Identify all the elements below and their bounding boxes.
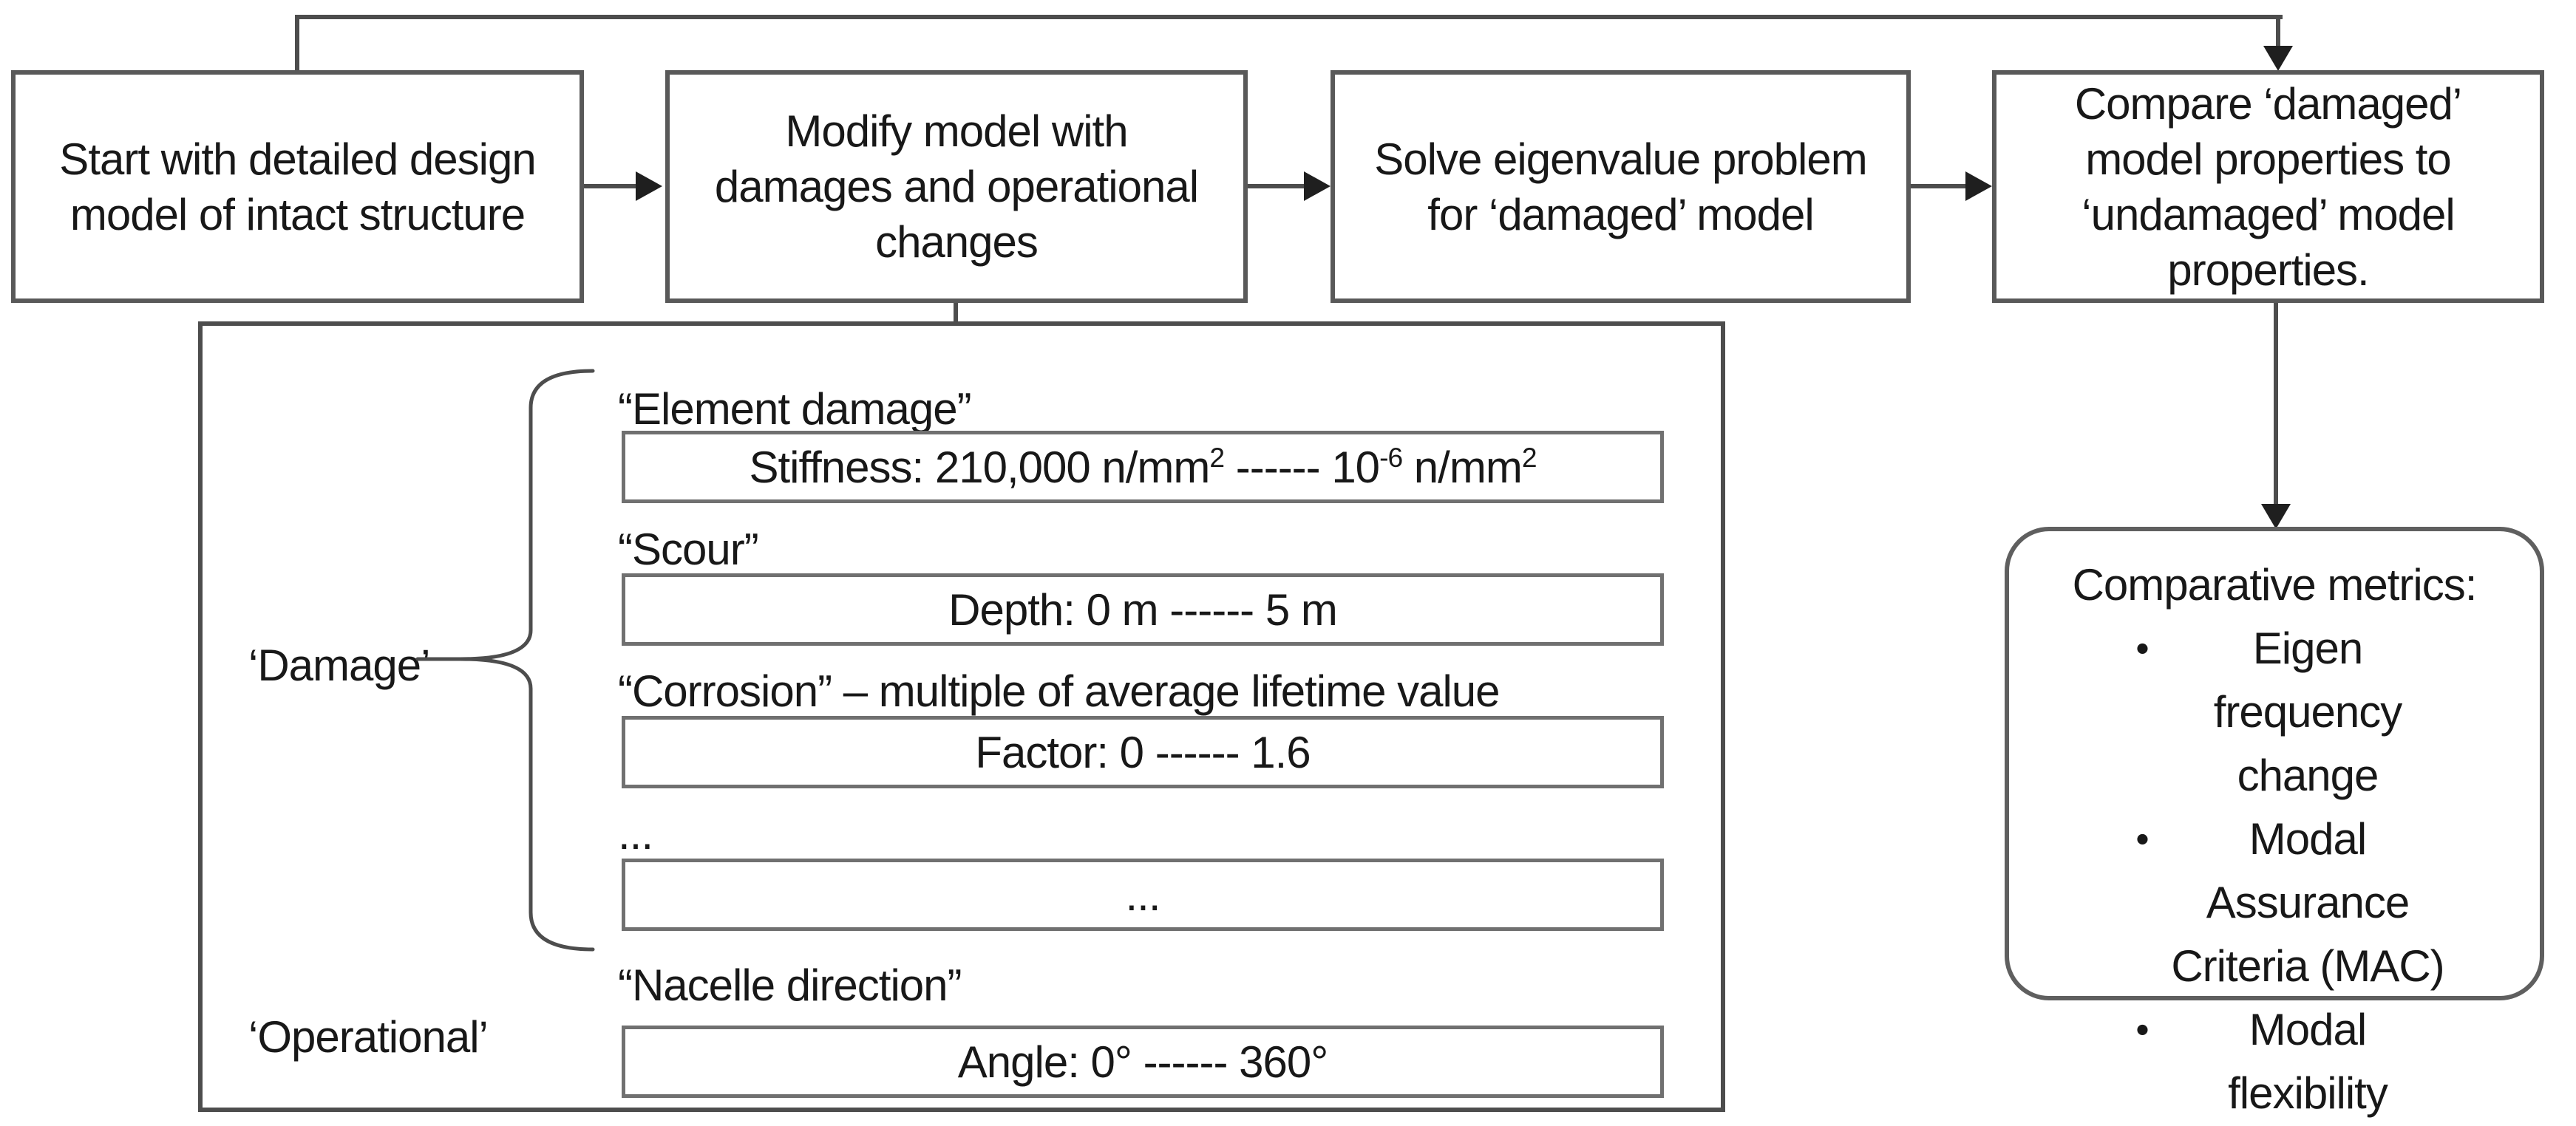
bullet-icon: • xyxy=(2135,818,2149,861)
process-box-compare: Compare ‘damaged’ model properties to ‘u… xyxy=(1992,70,2544,303)
process-box-solve: Solve eigenvalue problem for ‘damaged’ m… xyxy=(1331,70,1911,303)
connector-compare-to-metrics-head-icon xyxy=(2261,504,2291,529)
arrow-start-to-modify xyxy=(584,184,642,188)
feedback-line-top-segment xyxy=(295,15,2283,19)
process-box-compare-line: model properties to xyxy=(2085,134,2452,184)
arrow-modify-to-solve xyxy=(1248,184,1310,188)
parameters-container: “Element damage” Stiffness: 210,000 n/mm… xyxy=(198,321,1725,1112)
process-box-modify-line: Modify model with xyxy=(785,106,1128,156)
stiffness-range-text: Stiffness: 210,000 n/mm2 ------ 10-6 n/m… xyxy=(749,441,1537,492)
damage-group-brace-icon xyxy=(415,369,595,952)
bullet-icon: • xyxy=(2135,1009,2149,1051)
process-box-modify-line: changes xyxy=(875,217,1039,267)
comparative-metrics-title: Comparative metrics: xyxy=(2072,560,2478,610)
feedback-arrowhead-icon xyxy=(2263,46,2293,71)
connector-compare-to-metrics xyxy=(2274,303,2278,507)
arrow-start-to-modify-head-icon xyxy=(636,171,662,201)
more-parameters-box: ... xyxy=(622,859,1664,931)
process-box-modify-line: damages and operational xyxy=(714,162,1199,211)
process-box-start-line: model of intact structure xyxy=(69,189,526,239)
process-box-compare-line: Compare ‘damaged’ xyxy=(2074,78,2462,129)
process-box-start-line: Start with detailed design xyxy=(59,134,536,184)
process-box-solve-line: Solve eigenvalue problem xyxy=(1374,134,1867,184)
arrow-solve-to-compare xyxy=(1911,184,1971,188)
factor-range-text: Factor: 0 ------ 1.6 xyxy=(975,727,1311,777)
depth-range-text: Depth: 0 m ------ 5 m xyxy=(948,584,1338,635)
operational-group-label: ‘Operational’ xyxy=(248,1012,489,1062)
more-parameters-text: ... xyxy=(1125,870,1160,920)
scour-label: “Scour” xyxy=(618,525,759,574)
stiffness-range-box: Stiffness: 210,000 n/mm2 ------ 10-6 n/m… xyxy=(622,431,1664,503)
element-damage-label: “Element damage” xyxy=(618,384,972,434)
metric-item-modal-flexibility: • Modal flexibility change xyxy=(2009,998,2540,1126)
feedback-line-left-segment xyxy=(295,15,299,72)
arrow-solve-to-compare-head-icon xyxy=(1965,171,1992,201)
depth-range-box: Depth: 0 m ------ 5 m xyxy=(622,573,1664,646)
process-box-compare-line: properties. xyxy=(2167,245,2369,295)
metric-item-mac: • Modal Assurance Criteria (MAC) xyxy=(2009,808,2540,998)
metric-item-text: Modal Assurance Criteria (MAC) xyxy=(2171,814,2444,991)
metric-item-text: Eigen frequency change xyxy=(2213,624,2403,800)
nacelle-direction-label: “Nacelle direction” xyxy=(618,960,962,1010)
comparative-metrics-box: Comparative metrics: • Eigen frequency c… xyxy=(2005,527,2544,1118)
connector-modify-to-parameters xyxy=(954,303,958,323)
angle-range-text: Angle: 0° ------ 360° xyxy=(957,1037,1328,1087)
feedback-line-right-segment xyxy=(2276,15,2280,49)
metric-item-eigen-frequency: • Eigen frequency change xyxy=(2009,617,2540,808)
more-parameters-label: ... xyxy=(618,809,653,859)
arrow-modify-to-solve-head-icon xyxy=(1304,171,1331,201)
metric-item-text: Modal flexibility change xyxy=(2228,1005,2388,1118)
angle-range-box: Angle: 0° ------ 360° xyxy=(622,1026,1664,1098)
corrosion-label: “Corrosion” – multiple of average lifeti… xyxy=(618,666,1501,716)
process-box-compare-line: ‘undamaged’ model xyxy=(2081,189,2455,239)
damage-group-label: ‘Damage’ xyxy=(248,641,430,690)
process-box-start: Start with detailed design model of inta… xyxy=(11,70,584,303)
factor-range-box: Factor: 0 ------ 1.6 xyxy=(622,716,1664,788)
bullet-icon: • xyxy=(2135,627,2149,670)
process-box-modify: Modify model with damages and operationa… xyxy=(665,70,1248,303)
process-box-solve-line: for ‘damaged’ model xyxy=(1427,189,1814,239)
